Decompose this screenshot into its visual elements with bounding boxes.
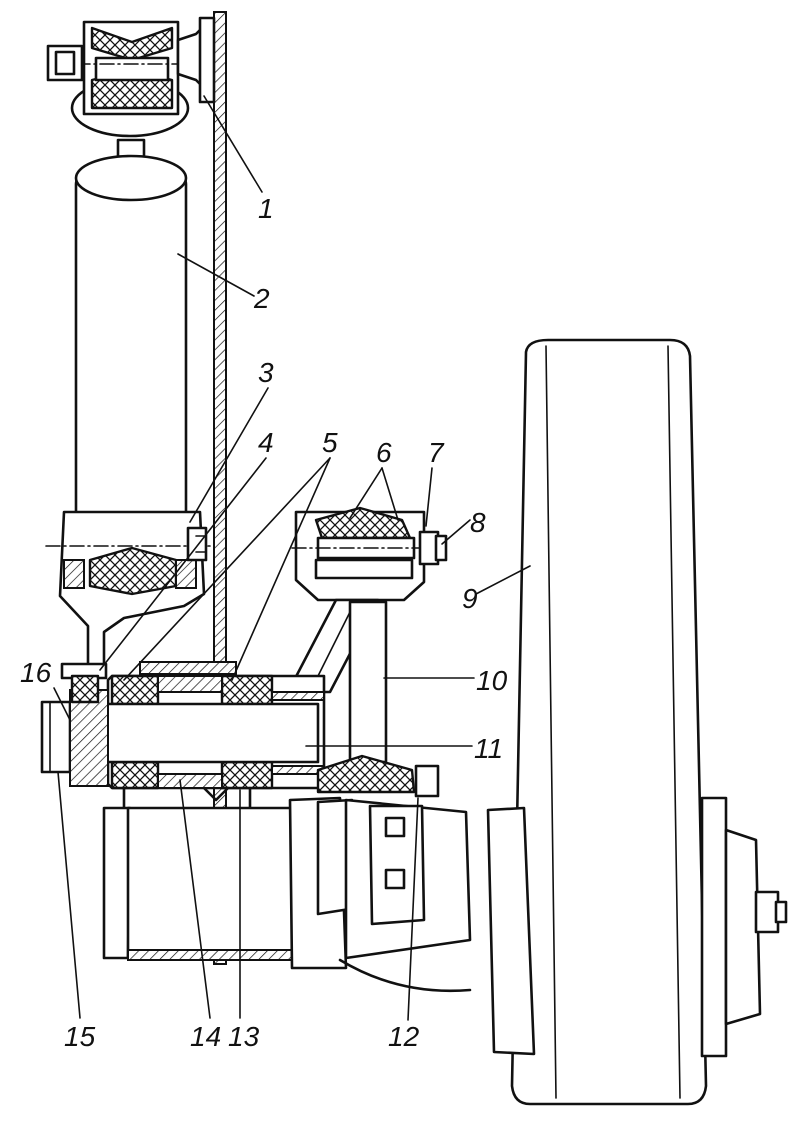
leader-lines [53, 95, 531, 1021]
callout-labels: 1 2 3 4 5 6 7 8 9 10 11 12 13 14 15 16 [20, 193, 508, 1052]
axle-end-nut [40, 662, 109, 787]
pivot-housing [102, 661, 326, 810]
callout-5: 5 [322, 427, 338, 458]
lower-mount-bracket [45, 510, 211, 670]
vertical-tube [348, 600, 388, 764]
shock-absorber [74, 138, 188, 569]
callout-1: 1 [258, 193, 274, 224]
upper-arm-bushing [291, 506, 448, 602]
callout-11: 11 [474, 733, 503, 764]
upper-mount-bracket [46, 16, 216, 138]
callout-7: 7 [428, 437, 445, 468]
callout-12: 12 [388, 1021, 420, 1052]
callout-2: 2 [253, 283, 270, 314]
callout-14: 14 [190, 1021, 221, 1052]
callout-13: 13 [228, 1021, 260, 1052]
hub-brake-unit [288, 754, 472, 993]
callout-8: 8 [470, 507, 486, 538]
callout-16: 16 [20, 657, 52, 688]
callout-10: 10 [476, 665, 508, 696]
callout-15: 15 [64, 1021, 96, 1052]
lower-housing [102, 806, 296, 961]
callout-9: 9 [462, 583, 478, 614]
callout-3: 3 [258, 357, 274, 388]
wheel [486, 338, 788, 1106]
callout-4: 4 [258, 427, 274, 458]
callout-6: 6 [376, 437, 392, 468]
